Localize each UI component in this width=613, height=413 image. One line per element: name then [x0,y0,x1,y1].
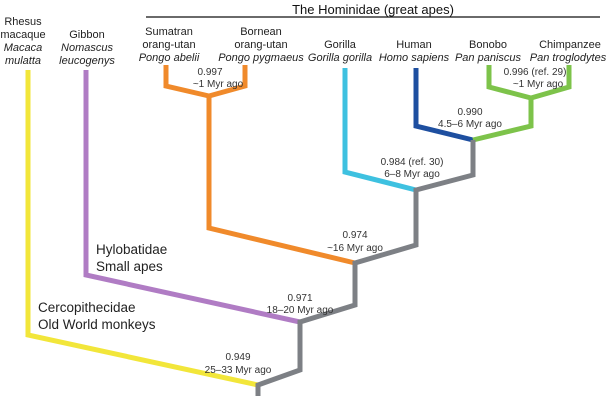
group-hylobatidae-line2: Small apes [96,259,163,274]
species-sumatran-line2: orang-utan [142,39,195,51]
species-human-line1: Human [396,39,431,51]
branch-stem [255,140,476,396]
node-hominidae-age: ~16 Myr ago [327,243,383,254]
node-gorilla-age: 6–8 Myr ago [384,169,440,180]
species-gorilla-line1: Gorilla [324,39,357,51]
group-labels: Hylobatidae Small apes Cercopithecidae O… [38,242,167,332]
species-sumatran-line1: Sumatran [145,26,193,38]
node-orang-age: ~1 Myr ago [193,79,244,90]
node-orang-value: 0.997 [197,67,222,78]
species-gibbon-latin2: leucogenys [59,55,115,67]
species-gorilla-latin: Gorilla gorilla [308,52,372,64]
branch-pan-stem [472,98,534,143]
species-gibbon-line1: Gibbon [69,29,104,41]
branch-orang-stem [206,96,356,266]
node-gorilla-value: 0.984 (ref. 30) [381,157,444,168]
node-human-pan-age: 4.5–6 Myr ago [438,119,502,130]
group-cercopithecidae-line2: Old World monkeys [38,317,156,332]
node-catarrhini-value: 0.949 [225,352,250,363]
node-hominoidea-age: 18–20 Myr ago [267,305,334,316]
species-bornean-line1: Bornean [240,26,282,38]
node-hominoidea-value: 0.971 [287,293,312,304]
branch-chimpanzee [530,65,572,101]
species-rhesus-line2: macaque [0,29,45,41]
species-chimpanzee-line1: Chimpanzee [539,39,601,51]
branch-rhesus [25,70,259,388]
species-chimpanzee-latin: Pan troglodytes [530,52,607,64]
node-pan-age: ~1 Myr ago [513,79,564,90]
group-hylobatidae-line1: Hylobatidae [96,242,167,257]
species-human-latin: Homo sapiens [379,52,450,64]
branch-bonobo [486,65,532,101]
species-rhesus-latin2: mulatta [5,55,41,67]
species-rhesus-latin1: Macaca [4,42,43,54]
species-bornean-latin: Pongo pygmaeus [218,52,304,64]
group-cercopithecidae-line1: Cercopithecidae [38,300,136,315]
branch-gorilla [342,68,417,193]
species-sumatran-latin: Pongo abelii [139,52,200,64]
node-hominidae-value: 0.974 [342,230,367,241]
node-human-pan-value: 0.990 [457,107,482,118]
species-rhesus-line1: Rhesus [4,16,42,28]
branch-gibbon [83,70,301,325]
species-bornean-line2: orang-utan [234,39,287,51]
branch-sumatran [163,65,210,99]
species-labels: Rhesus macaque Macaca mulatta Gibbon Nom… [0,16,606,67]
species-bonobo-latin: Pan paniscus [455,52,522,64]
node-catarrhini-age: 25–33 Myr ago [205,365,272,376]
branch-human [413,68,474,143]
branch-bornean [208,65,248,99]
species-bonobo-line1: Bonobo [469,39,507,51]
species-gibbon-latin1: Nomascus [61,42,113,54]
node-pan-value: 0.996 (ref. 29) [504,67,567,78]
hominidae-title: The Hominidae (great apes) [292,2,454,17]
node-labels: 0.997 ~1 Myr ago 0.996 (ref. 29) ~1 Myr … [193,67,567,376]
